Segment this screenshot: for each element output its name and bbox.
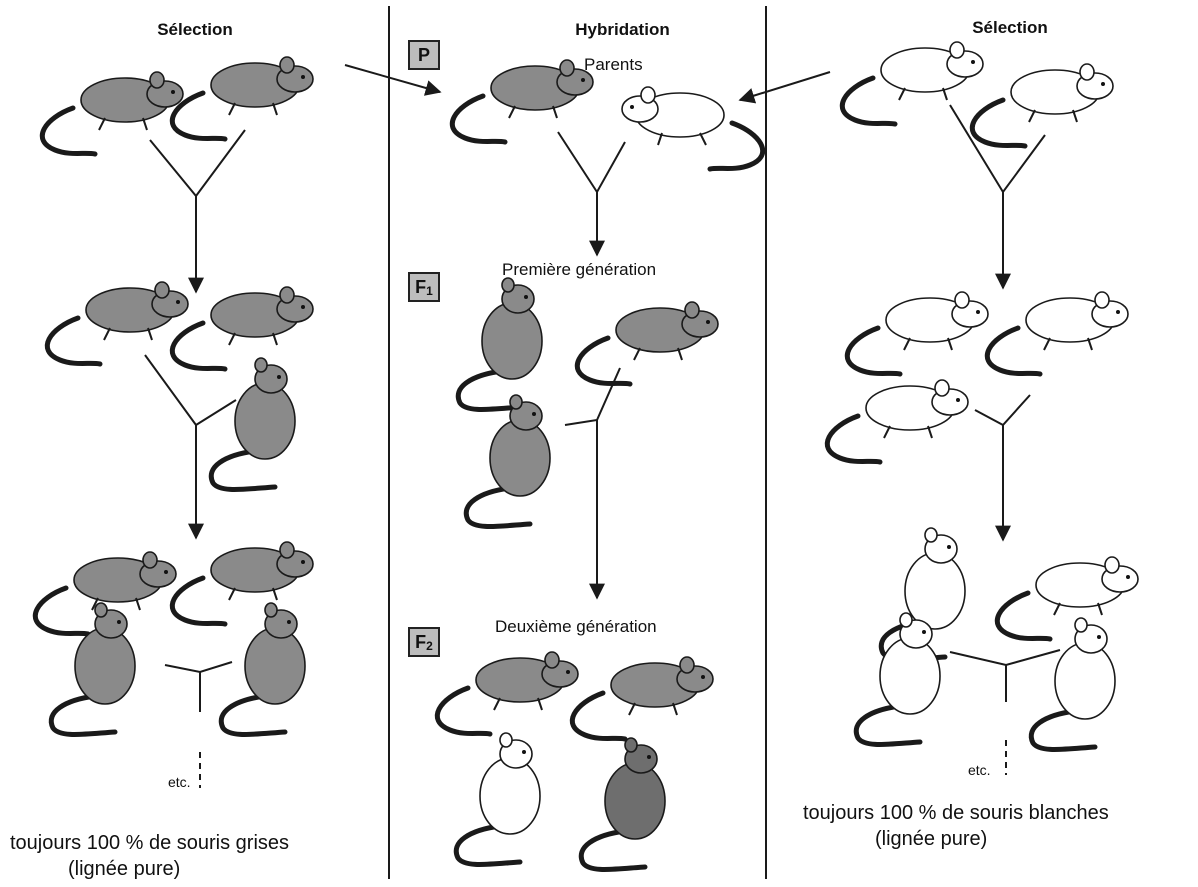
column-divider-left bbox=[388, 6, 390, 879]
white-mouse-icon bbox=[987, 292, 1128, 374]
grey-mouse-icon bbox=[452, 60, 593, 142]
middle-dark-mouse bbox=[581, 738, 665, 870]
right-footer-line1: toujours 100 % de souris blanches bbox=[803, 800, 1109, 826]
generation-f1-badge: F1 bbox=[408, 272, 440, 302]
grey-mouse-icon bbox=[437, 652, 578, 734]
middle-column-title: Hybridation bbox=[540, 20, 705, 40]
parents-label: Parents bbox=[584, 55, 643, 75]
right-etc-label: etc. bbox=[968, 762, 991, 778]
right-lines bbox=[950, 105, 1060, 775]
y-junction-icon bbox=[950, 650, 1060, 702]
right-white-mice bbox=[827, 42, 1138, 750]
grey-mouse-icon bbox=[221, 603, 305, 735]
first-generation-label: Première génération bbox=[502, 260, 656, 280]
generation-p-label: P bbox=[418, 45, 430, 66]
grey-mouse-icon bbox=[581, 738, 665, 870]
column-divider-right bbox=[765, 6, 767, 879]
generation-f1-label: F bbox=[415, 277, 426, 298]
y-junction-icon bbox=[165, 662, 232, 712]
grey-mouse-icon bbox=[172, 542, 313, 624]
grey-mouse-icon bbox=[47, 282, 188, 364]
white-mouse-icon bbox=[856, 613, 940, 745]
y-junction-icon bbox=[558, 132, 625, 192]
white-mouse-icon bbox=[842, 42, 983, 124]
generation-f2-label: F bbox=[415, 632, 426, 653]
right-column-title: Sélection bbox=[940, 18, 1080, 38]
generation-f2-badge: F2 bbox=[408, 627, 440, 657]
grey-mouse-icon bbox=[577, 302, 718, 384]
generation-f1-subscript: 1 bbox=[426, 285, 433, 297]
left-footer-line1: toujours 100 % de souris grises bbox=[10, 830, 289, 856]
grey-mouse-icon bbox=[172, 287, 313, 369]
arrow-icon bbox=[740, 72, 830, 100]
white-mouse-icon bbox=[827, 380, 968, 462]
generation-f2-subscript: 2 bbox=[426, 640, 433, 652]
y-junction-icon bbox=[975, 395, 1030, 425]
left-column-title: Sélection bbox=[110, 20, 280, 40]
grey-mouse-icon bbox=[458, 278, 542, 410]
grey-mouse-icon bbox=[466, 395, 550, 527]
second-generation-label: Deuxième génération bbox=[495, 617, 657, 637]
left-footer: toujours 100 % de souris grises (lignée … bbox=[10, 830, 289, 882]
left-etc-label: etc. bbox=[168, 774, 191, 790]
white-mouse-icon bbox=[456, 733, 540, 865]
grey-mouse-icon bbox=[172, 57, 313, 139]
white-mouse-icon bbox=[972, 64, 1113, 146]
white-mouse-icon bbox=[997, 557, 1138, 639]
left-footer-line2: (lignée pure) bbox=[10, 856, 289, 882]
y-junction-icon bbox=[565, 368, 620, 425]
grey-mouse-icon bbox=[42, 72, 183, 154]
grey-mouse-icon bbox=[51, 603, 135, 735]
right-footer: toujours 100 % de souris blanches (ligné… bbox=[803, 800, 1109, 852]
generation-p-badge: P bbox=[408, 40, 440, 70]
grey-mouse-icon bbox=[572, 657, 713, 739]
grey-mouse-icon bbox=[211, 358, 295, 490]
white-mouse-icon bbox=[847, 292, 988, 374]
right-footer-line2: (lignée pure) bbox=[803, 826, 1109, 852]
